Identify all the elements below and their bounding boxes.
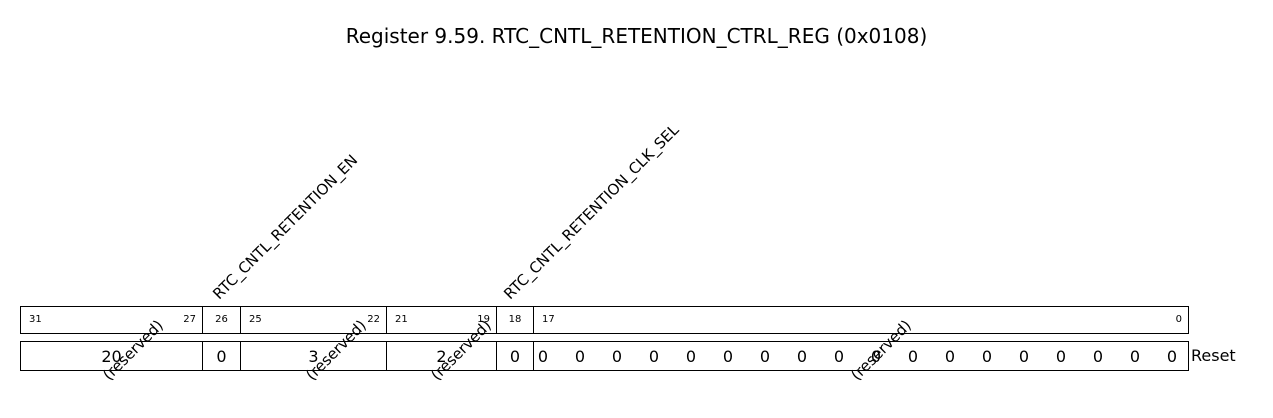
reset-bit: 0 — [1018, 347, 1030, 366]
reset-value: 0 — [509, 347, 521, 366]
reset-bit: 0 — [981, 347, 993, 366]
bit-msb: 21 — [395, 314, 408, 325]
reset-bit: 0 — [1055, 347, 1067, 366]
bit-range-26: 26 — [202, 306, 241, 334]
reset-bit: 0 — [1166, 347, 1178, 366]
reset-bit: 0 — [944, 347, 956, 366]
reset-bit: 0 — [574, 347, 586, 366]
register-title: Register 9.59. RTC_CNTL_RETENTION_CTRL_R… — [345, 24, 928, 48]
reset-bit: 0 — [685, 347, 697, 366]
reset-bit: 0 — [870, 347, 882, 366]
reset-value-31-27: 20 — [20, 341, 203, 371]
reset-bit: 0 — [722, 347, 734, 366]
reset-value: 2 — [436, 347, 447, 366]
bit-lsb: 27 — [183, 314, 196, 325]
reset-value: 0 — [216, 347, 227, 366]
bit-msb: 25 — [249, 314, 262, 325]
reset-label: Reset — [1191, 346, 1236, 365]
bit-range-31-27: 31 27 — [20, 306, 203, 334]
reset-value-21-19: 2 — [386, 341, 497, 371]
bit-lsb: 22 — [367, 314, 380, 325]
reset-value-25-22: 3 — [240, 341, 387, 371]
reset-bit: 0 — [537, 347, 549, 366]
field-label-retention-en: RTC_CNTL_RETENTION_EN — [209, 151, 362, 303]
reset-bit: 0 — [759, 347, 771, 366]
reset-bit: 0 — [907, 347, 919, 366]
reset-value-17-0: 0 0 0 0 0 0 0 0 0 0 0 0 0 0 0 0 0 0 — [533, 341, 1189, 371]
bit-lsb: 19 — [477, 314, 490, 325]
reset-bit: 0 — [648, 347, 660, 366]
reset-value: 20 — [101, 347, 122, 366]
bit-range-25-22: 25 22 — [240, 306, 387, 334]
bit-lsb: 0 — [1175, 314, 1182, 325]
bit-range-17-0: 17 0 — [533, 306, 1189, 334]
reset-value-18: 0 — [496, 341, 534, 371]
bit-msb: 26 — [215, 314, 228, 325]
bit-range-18: 18 — [496, 306, 534, 334]
reset-bit: 0 — [1092, 347, 1104, 366]
bit-msb: 17 — [542, 314, 555, 325]
reset-bit: 0 — [1129, 347, 1141, 366]
bit-msb: 18 — [508, 314, 522, 325]
reset-bit: 0 — [833, 347, 845, 366]
reset-value: 3 — [308, 347, 319, 366]
reset-bit: 0 — [796, 347, 808, 366]
bit-range-21-19: 21 19 — [386, 306, 497, 334]
field-label-retention-clk-sel: RTC_CNTL_RETENTION_CLK_SEL — [500, 120, 683, 304]
bit-msb: 31 — [29, 314, 42, 325]
reset-bit: 0 — [611, 347, 623, 366]
reset-value-26: 0 — [202, 341, 241, 371]
